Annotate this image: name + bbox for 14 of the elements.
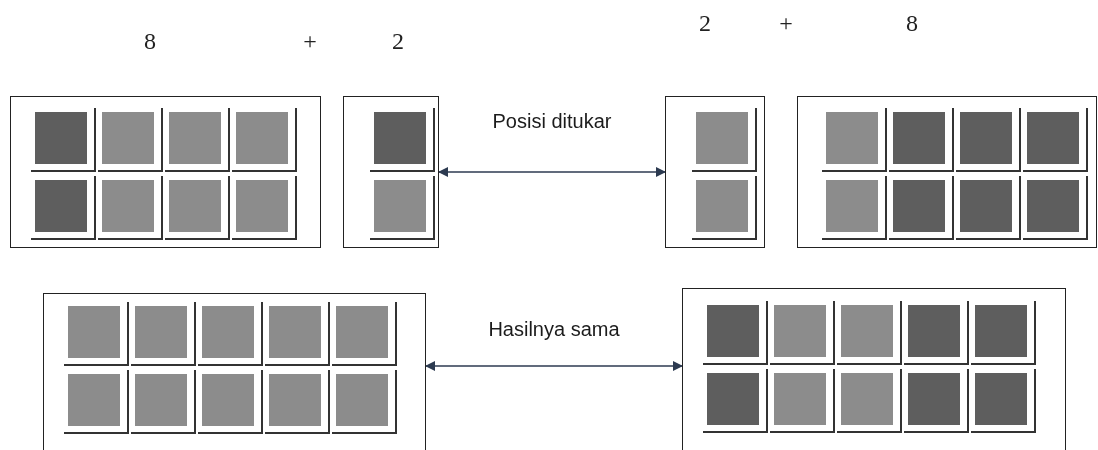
tile-frame bbox=[665, 96, 765, 248]
number-label: 2 bbox=[699, 10, 711, 37]
number-label: 2 bbox=[392, 28, 404, 55]
number-label: 8 bbox=[906, 10, 918, 37]
double-arrow bbox=[425, 361, 683, 371]
tile-frame bbox=[10, 96, 321, 248]
tile-frame bbox=[682, 288, 1066, 450]
tile-frame bbox=[343, 96, 439, 248]
double-arrow bbox=[438, 167, 666, 177]
tile-frame bbox=[43, 293, 426, 450]
number-label: + bbox=[303, 28, 317, 55]
number-label: + bbox=[779, 10, 793, 37]
number-label: 8 bbox=[144, 28, 156, 55]
tile-frame bbox=[797, 96, 1097, 248]
